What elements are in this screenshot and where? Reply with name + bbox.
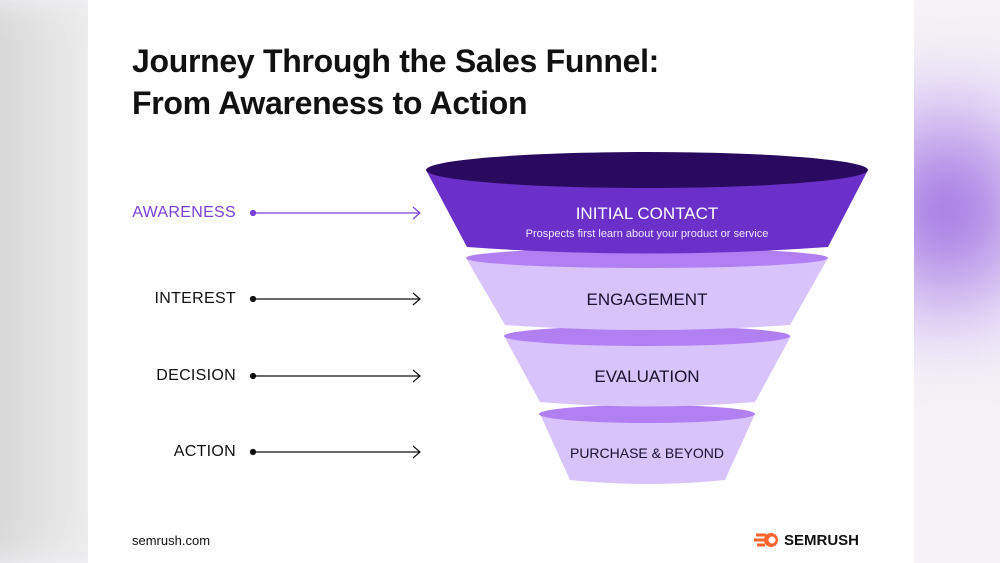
funnel-label-evaluation: EVALUATION	[594, 367, 700, 386]
semrush-logo: SEMRUSH	[754, 531, 859, 549]
brand-name: SEMRUSH	[784, 531, 860, 549]
page-title: Journey Through the Sales Funnel: From A…	[132, 40, 659, 124]
stage-label-decision: DECISION	[156, 367, 236, 384]
funnel-label-engagement: ENGAGEMENT	[586, 290, 708, 309]
semrush-fire-icon	[754, 533, 778, 547]
arrows	[249, 206, 421, 459]
funnel-segment-2	[466, 248, 828, 330]
arrow-action	[249, 445, 421, 459]
title-line-1: Journey Through the Sales Funnel:	[132, 43, 660, 79]
stage-label-interest: INTEREST	[154, 290, 236, 307]
funnel-description: Prospects first learn about your product…	[525, 228, 769, 240]
funnel-segment-3	[504, 326, 791, 407]
stage-label-awareness: AWARENESS	[132, 204, 236, 221]
arrow-interest	[249, 292, 421, 306]
site-url: semrush.com	[132, 533, 211, 548]
funnel-label-purchase: PURCHASE & BEYOND	[569, 445, 725, 461]
arrow-awareness	[249, 206, 421, 220]
funnel-segment-4	[539, 405, 755, 484]
funnel-label-initial-contact: INITIAL CONTACT	[575, 204, 719, 223]
stage-label-action: ACTION	[173, 443, 236, 460]
title-line-2: From Awareness to Action	[132, 85, 528, 121]
arrow-decision	[249, 369, 421, 383]
funnel-segment-1	[426, 152, 868, 254]
